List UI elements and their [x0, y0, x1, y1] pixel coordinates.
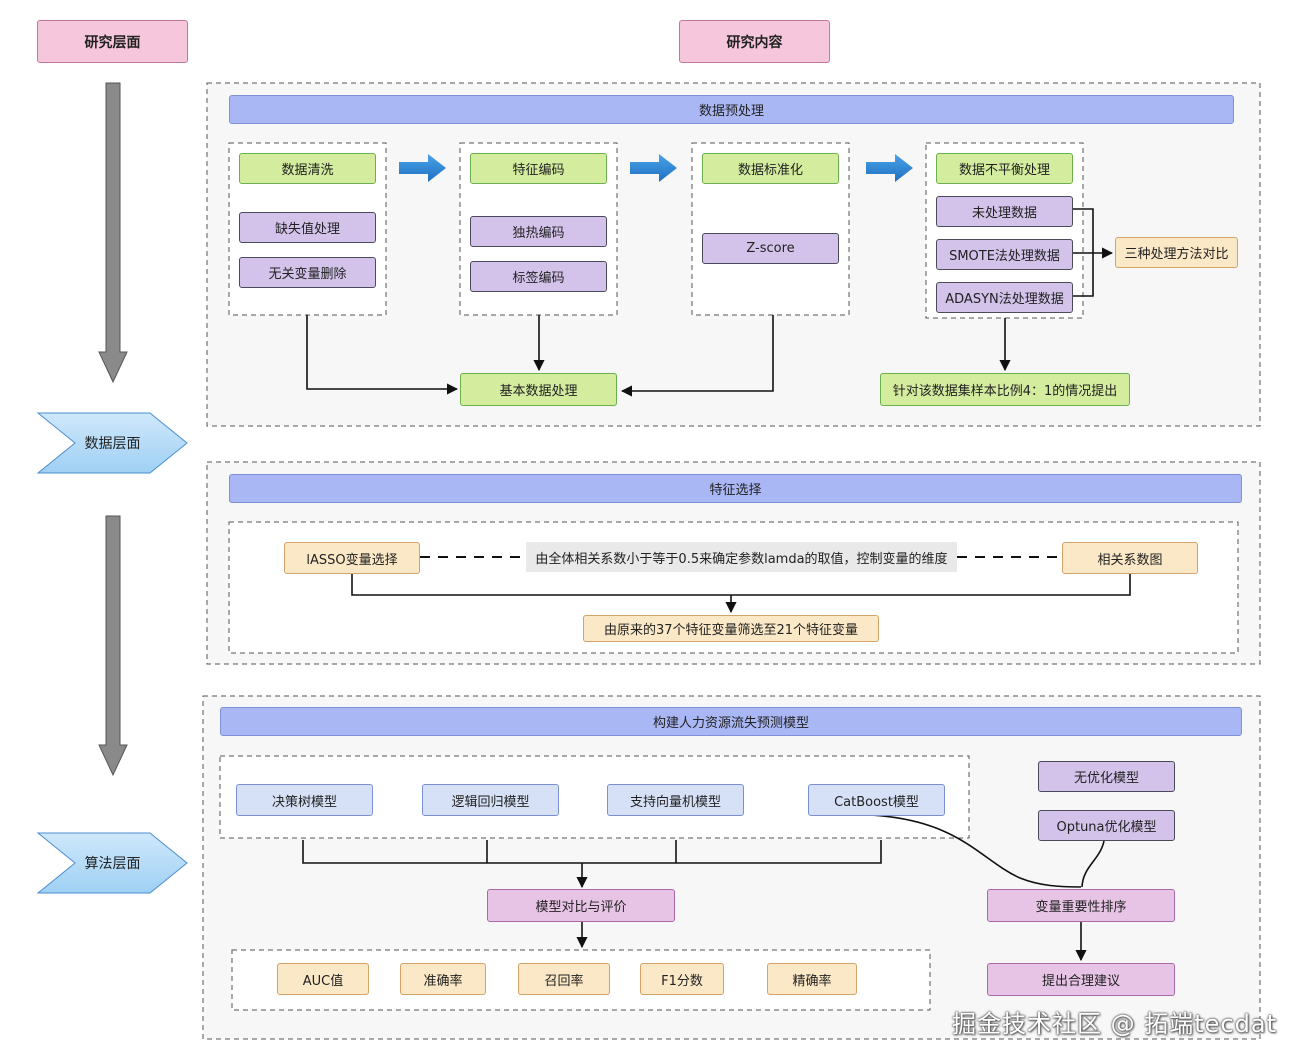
metric-recall: 召回率	[518, 963, 610, 995]
box-label-encoding: 标签编码	[470, 261, 607, 292]
blue-arrow-2	[630, 154, 677, 182]
box-optuna: Optuna优化模型	[1038, 810, 1175, 841]
box-lasso: lASSO变量选择	[284, 542, 420, 574]
watermark: 掘金技术社区 @ 拓端tecdat	[952, 1010, 1277, 1038]
blue-arrow-1	[399, 154, 446, 182]
title-modeling: 构建人力资源流失预测模型	[220, 707, 1242, 736]
box-model-compare: 模型对比与评价	[487, 889, 675, 922]
box-missing-values: 缺失值处理	[239, 212, 376, 243]
gray-down-arrow-1	[98, 82, 128, 384]
box-compare-methods: 三种处理方法对比	[1115, 237, 1238, 268]
metric-auc: AUC值	[277, 963, 369, 995]
box-model-svm: 支持向量机模型	[607, 784, 744, 816]
chevron-algo-level	[36, 832, 188, 894]
box-model-catboost: CatBoost模型	[808, 784, 945, 816]
box-raw-data: 未处理数据	[936, 196, 1073, 227]
header-research-level: 研究层面	[37, 20, 188, 63]
box-corr-map: 相关系数图	[1062, 542, 1198, 574]
box-zscore: Z-score	[702, 233, 839, 264]
label-data-level: 数据层面	[84, 436, 141, 452]
box-no-optimization: 无优化模型	[1038, 761, 1175, 792]
box-cleaning: 数据清洗	[239, 153, 376, 184]
blue-arrow-3	[866, 154, 913, 182]
box-standardize: 数据标准化	[702, 153, 839, 184]
box-encoding: 特征编码	[470, 153, 607, 184]
metric-precision: 精确率	[767, 963, 857, 995]
box-adasyn: ADASYN法处理数据	[936, 282, 1073, 313]
gray-down-arrow-2	[98, 515, 128, 777]
metric-accuracy: 准确率	[400, 963, 486, 995]
box-basic-processing: 基本数据处理	[460, 373, 617, 406]
box-model-logistic: 逻辑回归模型	[422, 784, 559, 816]
label-algo-level: 算法层面	[84, 856, 141, 872]
chevron-data-level	[36, 412, 188, 474]
box-drop-variables: 无关变量删除	[239, 257, 376, 288]
box-onehot: 独热编码	[470, 216, 607, 247]
box-feature-result: 由原来的37个特征变量筛选至21个特征变量	[583, 615, 879, 642]
box-ratio-note: 针对该数据集样本比例4：1的情况提出	[880, 373, 1130, 406]
box-smote: SMOTE法处理数据	[936, 239, 1073, 270]
title-preprocessing: 数据预处理	[229, 95, 1234, 124]
box-importance: 变量重要性排序	[987, 889, 1175, 922]
box-model-decision-tree: 决策树模型	[236, 784, 373, 816]
note-lamda: 由全体相关系数小于等于0.5来确定参数lamda的取值，控制变量的维度	[526, 542, 957, 572]
header-research-content: 研究内容	[679, 20, 830, 63]
box-imbalance: 数据不平衡处理	[936, 153, 1073, 184]
box-advice: 提出合理建议	[987, 963, 1175, 996]
metric-f1: F1分数	[640, 963, 724, 995]
title-feature-selection: 特征选择	[229, 474, 1242, 503]
